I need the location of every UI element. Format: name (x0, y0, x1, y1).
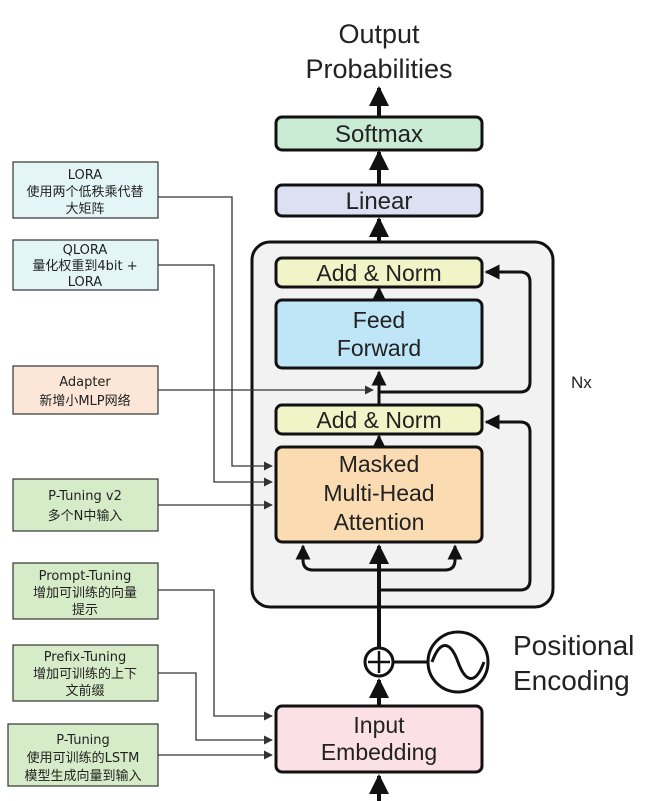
prompt-tuning-box (12, 562, 159, 620)
prompt-tuning-connector (158, 589, 273, 721)
lora-line2: 使用两个低秩乘代替 (26, 184, 143, 200)
prompt-tuning-line2: 增加可训练的向量 (33, 585, 137, 601)
prefix-tuning-line3: 文前缀 (65, 683, 104, 699)
arrow-attention-input-left (295, 544, 379, 572)
output-label-line1: Output (338, 19, 420, 49)
lora-box (12, 161, 159, 219)
qlora-line3: LORA (68, 275, 103, 290)
lora-connector (158, 196, 273, 471)
p-tuning-v2-line2: 多个N中输入 (48, 508, 123, 524)
attention-label-line3: Attention (334, 509, 425, 535)
nx-label: Nx (571, 373, 592, 392)
p-tuning-v2-box (12, 478, 159, 532)
prefix-tuning-box (12, 644, 159, 702)
adapter-line1: Adapter (59, 375, 111, 390)
feed-forward-label-line1: Feed (353, 307, 405, 333)
positional-encoding-line2: Encoding (513, 665, 630, 696)
residual-lower (379, 414, 532, 592)
p-tuning-line3: 模型生成向量到输入 (24, 768, 141, 784)
linear-block (274, 183, 484, 218)
softmax-label: Softmax (335, 121, 423, 148)
embedding-label-line2: Embedding (321, 739, 437, 765)
sine-wave-icon (430, 644, 486, 680)
embedding-label-line1: Input (353, 712, 405, 738)
prefix-tuning-line1: Prefix-Tuning (44, 650, 127, 665)
residual-upper (379, 264, 532, 394)
p-tuning-v2-line1: P-Tuning v2 (48, 489, 122, 504)
p-tuning-line2: 使用可训练的LSTM (27, 750, 140, 766)
feed-forward-label-line2: Forward (337, 335, 421, 361)
lora-line1: LORA (68, 168, 103, 183)
add-norm-top-label: Add & Norm (316, 260, 441, 286)
arrow-attention-input-right (379, 544, 463, 572)
prefix-tuning-line2: 增加可训练的上下 (33, 666, 137, 682)
attention-label-line1: Masked (339, 451, 420, 477)
positional-encoding-line1: Positional (513, 630, 634, 661)
output-label-line2: Probabilities (305, 54, 452, 84)
linear-label: Linear (346, 188, 413, 215)
qlora-box (12, 239, 159, 291)
add-norm-bottom-label: Add & Norm (316, 407, 441, 433)
prompt-tuning-line3: 提示 (72, 602, 98, 618)
p-tuning-box (7, 723, 159, 787)
lora-line3: 大矩阵 (65, 202, 104, 217)
qlora-line2: 量化权重到4bit + (32, 258, 137, 274)
prefix-tuning-connector (158, 672, 273, 745)
qlora-connector (158, 264, 273, 487)
add-norm-bottom-block (274, 403, 484, 436)
adapter-line2: 新增小MLP网络 (39, 393, 130, 409)
masked-attention-block (274, 445, 484, 544)
input-embedding-block (274, 704, 484, 774)
p-tuning-line1: P-Tuning (56, 733, 110, 748)
softmax-block (274, 115, 484, 152)
prompt-tuning-line1: Prompt-Tuning (39, 569, 132, 584)
attention-label-line2: Multi-Head (323, 480, 434, 506)
qlora-line1: QLORA (63, 243, 108, 258)
adapter-box (12, 365, 159, 415)
